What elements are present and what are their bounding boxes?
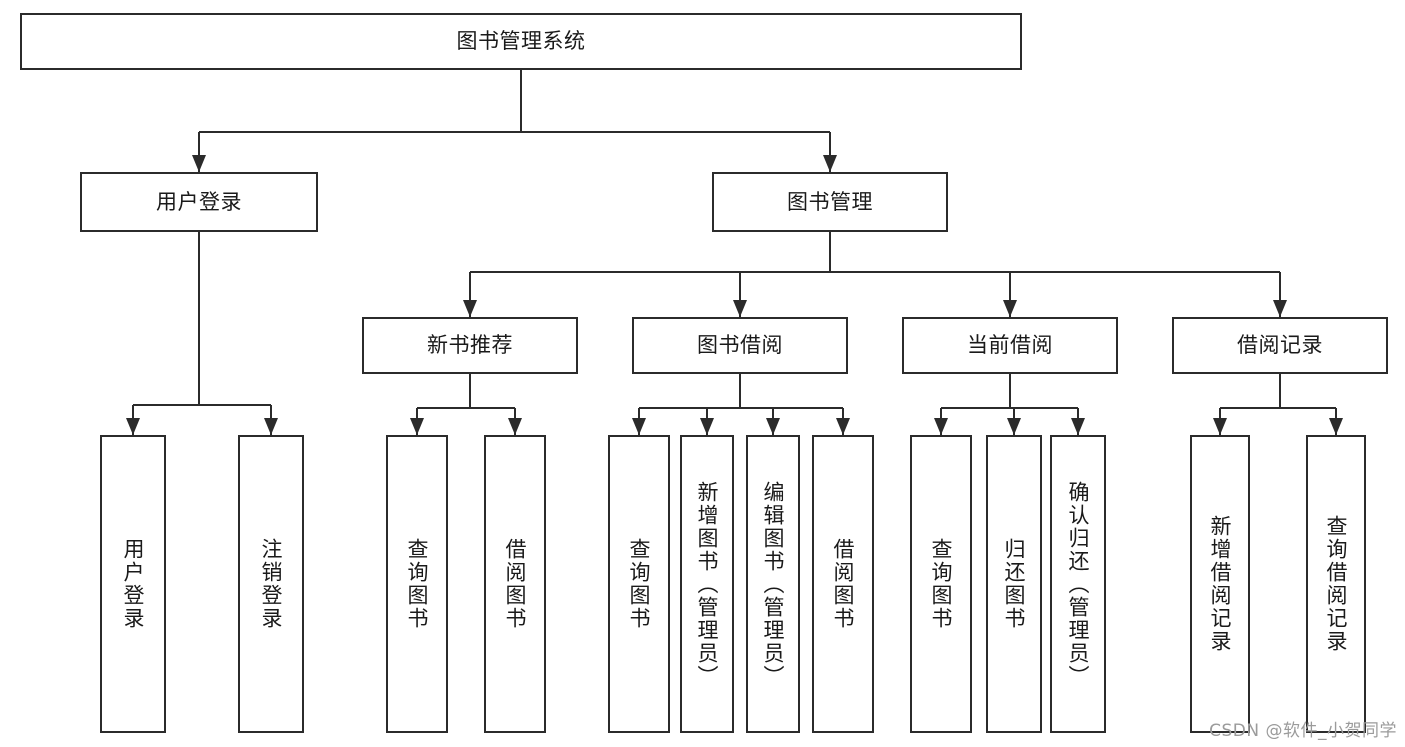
node-label: 借阅图书 [503,538,528,630]
node-book-borrow: 图书借阅 [632,317,848,374]
node-label: 查询图书 [405,538,430,630]
node-label: 查询借阅记录 [1324,515,1349,653]
node-label: 查询图书 [627,538,652,630]
node-new-book-recommend: 新书推荐 [362,317,578,374]
node-leaf-borrow-book-2: 借阅图书 [812,435,874,733]
node-label: 查询图书 [929,538,954,630]
node-leaf-add-book: 新增图书（管理员） [680,435,734,733]
node-leaf-borrow-book-1: 借阅图书 [484,435,546,733]
node-label: 当前借阅 [967,333,1053,358]
node-label: 图书管理 [787,189,873,214]
node-label: 新增借阅记录 [1208,515,1233,653]
node-label: 图书借阅 [697,333,783,358]
node-leaf-confirm-return: 确认归还（管理员） [1050,435,1106,733]
watermark-text: CSDN @软件_小贺同学 [1209,721,1397,741]
node-current-borrow: 当前借阅 [902,317,1118,374]
node-label: 用户登录 [121,538,146,630]
node-label: 借阅图书 [831,538,856,630]
node-label: 确认归还（管理员） [1066,480,1091,688]
node-leaf-return-book: 归还图书 [986,435,1042,733]
node-leaf-edit-book: 编辑图书（管理员） [746,435,800,733]
node-label: 图书管理系统 [456,29,586,54]
node-leaf-user-login: 用户登录 [100,435,166,733]
node-leaf-query-book-3: 查询图书 [910,435,972,733]
node-label: 用户登录 [156,189,242,214]
node-book-manage: 图书管理 [712,172,948,232]
node-label: 新增图书（管理员） [695,480,720,688]
node-label: 编辑图书（管理员） [761,480,786,688]
node-leaf-query-record: 查询借阅记录 [1306,435,1366,733]
node-label: 注销登录 [259,538,284,630]
node-borrow-record: 借阅记录 [1172,317,1388,374]
node-label: 借阅记录 [1237,333,1323,358]
node-root: 图书管理系统 [20,13,1022,70]
node-label: 归还图书 [1002,538,1027,630]
node-leaf-add-record: 新增借阅记录 [1190,435,1250,733]
node-leaf-logout: 注销登录 [238,435,304,733]
node-leaf-query-book-1: 查询图书 [386,435,448,733]
node-user-login: 用户登录 [80,172,318,232]
node-label: 新书推荐 [427,333,513,358]
node-leaf-query-book-2: 查询图书 [608,435,670,733]
